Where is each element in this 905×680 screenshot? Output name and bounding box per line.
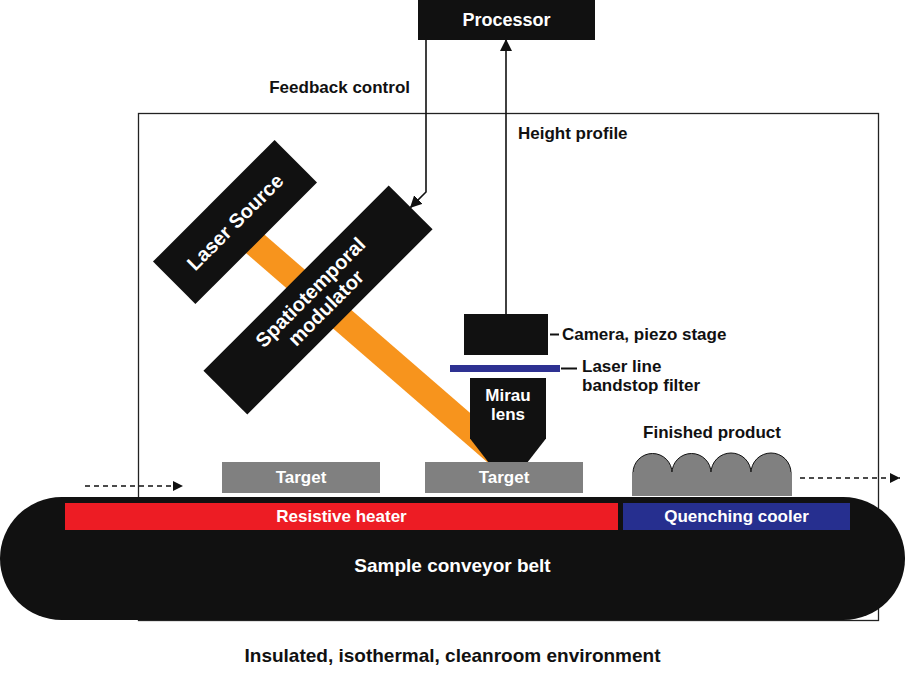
finished-product: Finished product — [632, 472, 792, 496]
bump — [711, 453, 751, 473]
node-label: Target — [479, 468, 530, 487]
edge-label: Height profile — [516, 124, 630, 143]
node-label: Finished product — [643, 423, 781, 442]
conveyor-belt: Sample conveyor belt Resistive heater Quen… — [0, 497, 905, 620]
node-label: Quenching cooler — [664, 507, 809, 526]
node-label: Resistive heater — [276, 507, 406, 526]
filter-label: Laser line bandstop filter — [582, 357, 722, 395]
leader-line — [561, 368, 577, 370]
signal-arrow — [411, 40, 426, 207]
figure-caption: Insulated, isothermal, cleanroom environ… — [0, 645, 905, 666]
node-label: Laser Source — [182, 169, 287, 274]
node-label: Target — [276, 468, 327, 487]
target-plate: Target — [425, 462, 583, 493]
node-label: Camera, piezo stage — [562, 325, 726, 344]
resistive-heater: Resistive heater — [65, 503, 618, 530]
signal-arrow — [505, 40, 507, 314]
lens-body — [470, 378, 546, 462]
input-flow-arrow — [85, 485, 183, 487]
edge-label: Feedback control — [267, 78, 412, 97]
bump — [751, 453, 791, 473]
camera-box: Camera, piezo stage — [464, 314, 548, 355]
node-label: Sample conveyor belt — [0, 555, 905, 576]
product-bumps — [633, 453, 791, 473]
node-label: Spatiotemporal modulator — [242, 224, 394, 376]
bump — [672, 454, 711, 474]
processor-box: Processor — [418, 0, 595, 40]
leader-line — [550, 334, 559, 336]
laser-source-box: Laser Source — [153, 140, 317, 304]
target-plate: Target — [222, 462, 380, 493]
bandstop-filter — [450, 365, 560, 372]
mirau-lens: Mirau lens — [470, 378, 546, 462]
node-label: Mirau lens — [479, 386, 537, 424]
output-flow-arrow — [800, 477, 900, 479]
bump — [633, 454, 672, 474]
node-label: Processor — [462, 10, 550, 30]
quenching-cooler: Quenching cooler — [623, 503, 850, 530]
